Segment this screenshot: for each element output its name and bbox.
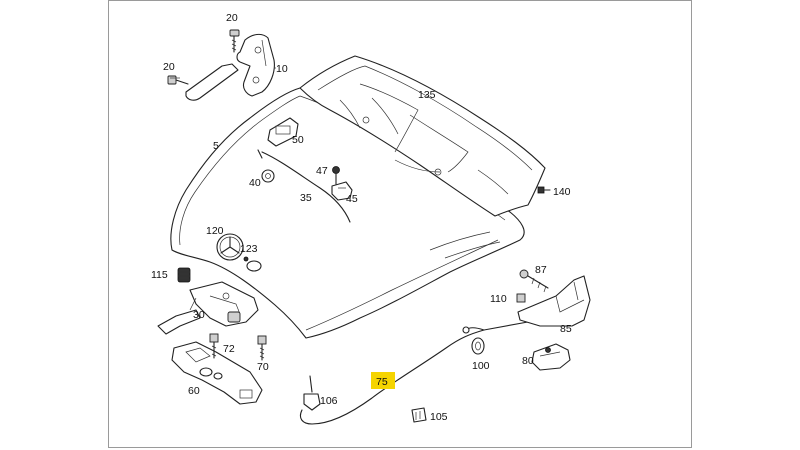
- callout-highlight: [371, 372, 395, 389]
- callout-110[interactable]: 110: [490, 293, 507, 305]
- callout-50[interactable]: 50: [292, 134, 304, 146]
- emblem-washer[interactable]: [243, 256, 262, 272]
- callout-85[interactable]: 85: [560, 323, 572, 335]
- callout-10[interactable]: 10: [276, 63, 288, 75]
- latch-bracket[interactable]: [171, 341, 263, 405]
- bolt-72[interactable]: [209, 333, 219, 359]
- callout-80[interactable]: 80: [522, 355, 534, 367]
- rubber-buffer[interactable]: [177, 267, 191, 283]
- callout-135[interactable]: 135: [418, 89, 436, 101]
- callout-75[interactable]: 75: [376, 376, 388, 388]
- callout-20-left[interactable]: 20: [163, 61, 175, 73]
- release-cable[interactable]: [299, 317, 551, 425]
- callout-115[interactable]: 115: [151, 269, 168, 281]
- callout-45[interactable]: 45: [346, 193, 358, 205]
- hood-lock[interactable]: [157, 281, 259, 335]
- rod-grommet[interactable]: [261, 169, 275, 183]
- callout-105[interactable]: 105: [430, 411, 448, 423]
- screw-47[interactable]: [332, 166, 340, 185]
- callout-40[interactable]: 40: [249, 177, 261, 189]
- callout-140[interactable]: 140: [553, 186, 571, 198]
- clip-105[interactable]: [411, 407, 427, 423]
- hood-hinge[interactable]: [185, 33, 275, 101]
- hood-inner-frame[interactable]: [299, 55, 546, 217]
- release-handle[interactable]: [531, 343, 571, 371]
- release-bracket[interactable]: [517, 275, 591, 327]
- callout-60[interactable]: 60: [188, 385, 200, 397]
- nut-110[interactable]: [516, 293, 526, 303]
- callout-35[interactable]: 35: [300, 192, 312, 204]
- callout-labels: 20 20 10 135 5 50 47 40 45 35 140 120 12…: [151, 12, 572, 423]
- callout-30[interactable]: 30: [193, 309, 205, 321]
- lock-bracket[interactable]: [267, 117, 299, 147]
- callout-106[interactable]: 106: [320, 395, 338, 407]
- leader-lines: [170, 67, 276, 79]
- callout-70[interactable]: 70: [257, 361, 269, 373]
- clip-45[interactable]: [331, 181, 353, 201]
- grommet-100[interactable]: [471, 337, 485, 355]
- callout-100[interactable]: 100: [472, 360, 490, 372]
- callout-72[interactable]: 72: [223, 343, 235, 355]
- hinge-bolt-left[interactable]: [167, 75, 189, 85]
- star-emblem[interactable]: [216, 233, 244, 261]
- cable-clip-106[interactable]: [303, 375, 321, 411]
- callout-47[interactable]: 47: [316, 165, 328, 177]
- callout-5[interactable]: 5: [213, 140, 219, 152]
- callout-20-top[interactable]: 20: [226, 12, 238, 24]
- callout-123[interactable]: 123: [240, 243, 258, 255]
- screw-87[interactable]: [519, 269, 549, 293]
- hood-support-rod[interactable]: [257, 149, 351, 223]
- callout-120[interactable]: 120: [206, 225, 224, 237]
- bolt-70[interactable]: [257, 335, 267, 361]
- hinge-bolt-top[interactable]: [229, 29, 240, 53]
- buffer-140[interactable]: [537, 186, 551, 194]
- callout-87[interactable]: 87: [535, 264, 547, 276]
